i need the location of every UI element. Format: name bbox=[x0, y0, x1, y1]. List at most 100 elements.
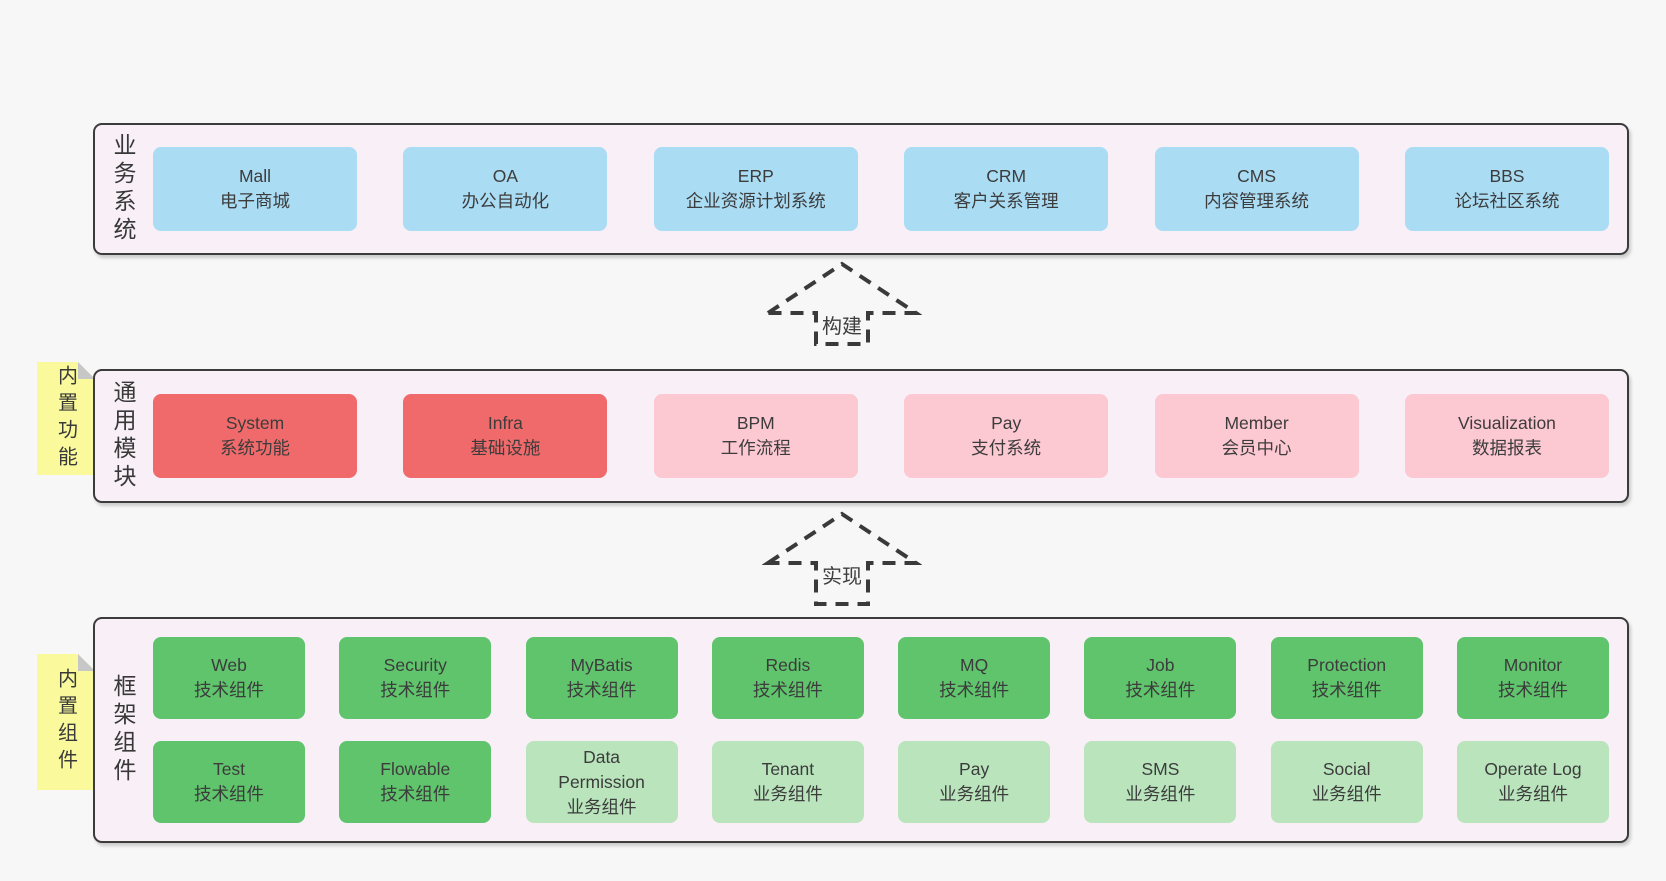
module-box-title: Pay bbox=[991, 413, 1022, 433]
module-box-monitor: Monitor 技术组件 bbox=[1456, 637, 1609, 719]
module-box-subtitle: 客户关系管理 bbox=[953, 191, 1059, 211]
module-box-title: BBS bbox=[1489, 166, 1525, 186]
layer-label-common-modules: 通用模块 bbox=[110, 380, 136, 492]
sticky-tag-label: 内置组件 bbox=[54, 668, 77, 776]
module-box-title: Infra bbox=[487, 413, 523, 433]
module-box-title: ERP bbox=[737, 166, 774, 186]
module-box-erp: ERP 企业资源计划系统 bbox=[653, 147, 858, 231]
module-box-subtitle: 业务组件 bbox=[566, 796, 637, 817]
module-box-title: System bbox=[225, 413, 285, 433]
module-box-member: Member 会员中心 bbox=[1154, 394, 1359, 478]
module-box-subtitle: 业务组件 bbox=[939, 784, 1010, 804]
module-box-subtitle: 技术组件 bbox=[752, 680, 823, 700]
module-box-subtitle: 办公自动化 bbox=[461, 191, 550, 211]
module-box-title: OA bbox=[492, 166, 519, 186]
arrow-label-implement: 实现 bbox=[819, 560, 865, 589]
module-box-title: MQ bbox=[960, 655, 989, 675]
module-box-security: Security 技术组件 bbox=[339, 637, 492, 719]
module-box-title: Data Permission bbox=[558, 746, 645, 792]
module-box-title: Flowable bbox=[380, 759, 451, 779]
module-box-title: BPM bbox=[736, 413, 775, 433]
module-box-title: Operate Log bbox=[1484, 759, 1582, 779]
module-box-title: Redis bbox=[765, 655, 811, 675]
module-box-subtitle: 技术组件 bbox=[939, 680, 1010, 700]
module-box-title: Mall bbox=[238, 166, 272, 186]
module-box-mybatis: MyBatis 技术组件 bbox=[525, 637, 678, 719]
module-box-infra: Infra 基础设施 bbox=[403, 394, 608, 478]
module-box-subtitle: 技术组件 bbox=[566, 680, 637, 700]
module-box-subtitle: 业务组件 bbox=[1125, 784, 1196, 804]
module-box-title: CRM bbox=[986, 166, 1027, 186]
sticky-tag-label: 内置功能 bbox=[54, 364, 77, 473]
module-box-subtitle: 业务组件 bbox=[1311, 784, 1382, 804]
module-box-crm: CRM 客户关系管理 bbox=[904, 147, 1109, 231]
module-box-pay: Pay 支付系统 bbox=[904, 394, 1109, 478]
module-box-subtitle: 技术组件 bbox=[380, 680, 451, 700]
module-box-title: Test bbox=[212, 759, 246, 779]
module-box-subtitle: 会员中心 bbox=[1221, 438, 1292, 458]
module-box-tenant: Tenant 业务组件 bbox=[711, 741, 864, 823]
module-box-oa: OA 办公自动化 bbox=[403, 147, 608, 231]
module-box-job: Job 技术组件 bbox=[1084, 637, 1237, 719]
module-box-subtitle: 工作流程 bbox=[720, 438, 791, 458]
dashed-up-arrow-implement: 实现 bbox=[762, 506, 922, 608]
module-box-title: MyBatis bbox=[570, 655, 633, 675]
layer-label-business-systems: 业务系统 bbox=[110, 133, 136, 245]
module-box-subtitle: 基础设施 bbox=[470, 438, 541, 458]
module-box-title: Tenant bbox=[761, 759, 815, 779]
sticky-tag-built-in-features: 内置功能 bbox=[37, 362, 95, 475]
module-box-title: Monitor bbox=[1503, 655, 1563, 675]
module-box-cms: CMS 内容管理系统 bbox=[1154, 147, 1359, 231]
module-box-web: Web 技术组件 bbox=[153, 637, 305, 719]
module-box-subtitle: 技术组件 bbox=[194, 680, 264, 700]
module-box-title: Job bbox=[1146, 655, 1175, 675]
sticky-tag-built-in-components: 内置组件 bbox=[37, 654, 95, 790]
module-box-visualization: Visualization 数据报表 bbox=[1404, 394, 1609, 478]
dashed-up-arrow-build: 构建 bbox=[762, 256, 922, 348]
module-box-mall: Mall 电子商城 bbox=[153, 147, 357, 231]
module-box-data-permission: Data Permission 业务组件 bbox=[525, 741, 678, 823]
module-box-test: Test 技术组件 bbox=[153, 741, 305, 823]
module-box-title: Member bbox=[1224, 413, 1289, 433]
module-box-subtitle: 内容管理系统 bbox=[1204, 191, 1310, 211]
module-box-subtitle: 支付系统 bbox=[971, 438, 1042, 458]
module-box-title: Visualization bbox=[1457, 413, 1556, 433]
layer-label-framework-components: 框架组件 bbox=[110, 674, 136, 786]
module-box-title: Web bbox=[211, 655, 247, 675]
module-box-title: SMS bbox=[1141, 759, 1180, 779]
module-box-subtitle: 业务组件 bbox=[752, 784, 823, 804]
module-box-title: Protection bbox=[1307, 655, 1387, 675]
module-box-subtitle: 电子商城 bbox=[220, 191, 290, 211]
module-box-subtitle: 企业资源计划系统 bbox=[685, 191, 826, 211]
module-box-title: CMS bbox=[1237, 166, 1276, 186]
module-box-sms: SMS 业务组件 bbox=[1084, 741, 1237, 823]
module-box-title: Pay bbox=[959, 759, 990, 779]
module-box-subtitle: 技术组件 bbox=[1311, 680, 1382, 700]
module-box-redis: Redis 技术组件 bbox=[711, 637, 864, 719]
arrow-up-icon bbox=[762, 261, 922, 346]
module-box-row: Mall 电子商城 OA 办公自动化 ERP 企业资源计划系统 CRM 客户关系管理 CMS 内容… bbox=[153, 147, 1609, 231]
arrow-label-build: 构建 bbox=[819, 310, 865, 339]
module-box-protection: Protection 技术组件 bbox=[1270, 637, 1423, 719]
module-box-subtitle: 数据报表 bbox=[1471, 438, 1542, 458]
arrow-up-icon bbox=[762, 511, 922, 606]
module-box-subtitle: 技术组件 bbox=[194, 784, 264, 804]
module-box-mq: MQ 技术组件 bbox=[898, 637, 1051, 719]
module-box-subtitle: 技术组件 bbox=[1125, 680, 1196, 700]
module-box-bpm: BPM 工作流程 bbox=[653, 394, 858, 478]
module-box-title: Security bbox=[383, 655, 447, 675]
module-box-pay: Pay 业务组件 bbox=[898, 741, 1051, 823]
module-box-subtitle: 技术组件 bbox=[1497, 680, 1568, 700]
